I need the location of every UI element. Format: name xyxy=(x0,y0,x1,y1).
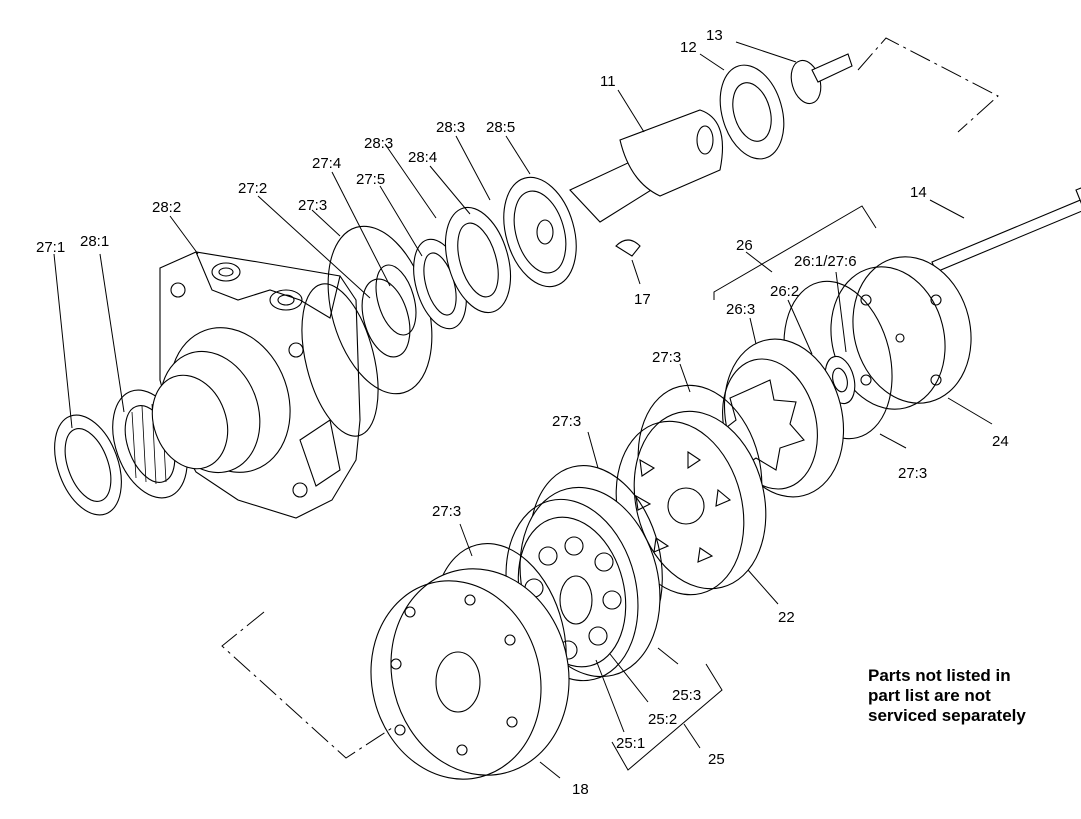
label-27-3-d: 27:3 xyxy=(552,413,581,430)
part-24-end-cover xyxy=(830,256,972,410)
label-25-3: 25:3 xyxy=(672,687,701,704)
label-26: 26 xyxy=(736,237,753,254)
part-26-3-manifold xyxy=(717,338,845,498)
axis-line-right xyxy=(857,37,999,133)
label-27-1: 27:1 xyxy=(36,239,65,256)
service-note-line-1: Parts not listed in xyxy=(868,666,1011,685)
part-27-2-ring xyxy=(361,278,411,358)
label-12: 12 xyxy=(680,39,697,56)
service-note-line-2: part list are not xyxy=(868,686,991,705)
label-17: 17 xyxy=(634,291,651,308)
part-28-2-housing xyxy=(151,251,379,519)
label-28-1: 28:1 xyxy=(80,233,109,250)
part-28-4-washer xyxy=(444,206,512,314)
service-note: Parts not listed in part list are not se… xyxy=(868,666,1078,726)
label-26-3: 26:3 xyxy=(726,301,755,318)
label-25-1: 25:1 xyxy=(616,735,645,752)
label-27-5: 27:5 xyxy=(356,171,385,188)
label-28-4: 28:4 xyxy=(408,149,437,166)
label-24: 24 xyxy=(992,433,1009,450)
part-18-end-plate xyxy=(370,568,570,780)
label-18: 18 xyxy=(572,781,589,798)
label-27-3-e: 27:3 xyxy=(432,503,461,520)
label-28-5: 28:5 xyxy=(486,119,515,136)
label-14: 14 xyxy=(910,184,927,201)
label-27-3-a: 27:3 xyxy=(298,197,327,214)
label-28-2: 28:2 xyxy=(152,199,181,216)
part-27-4-ring xyxy=(375,264,417,336)
part-11-shaft xyxy=(569,109,724,223)
label-26-1: 26:1/27:6 xyxy=(794,253,857,270)
label-28-3-b: 28:3 xyxy=(436,119,465,136)
label-27-2: 27:2 xyxy=(238,180,267,197)
label-27-3-b: 27:3 xyxy=(652,349,681,366)
label-25-2: 25:2 xyxy=(648,711,677,728)
axis-line-left xyxy=(221,611,393,759)
service-note-line-3: serviced separately xyxy=(868,706,1026,725)
label-27-4: 27:4 xyxy=(312,155,341,172)
label-13: 13 xyxy=(706,27,723,44)
part-12-drive xyxy=(719,64,785,160)
label-26-2: 26:2 xyxy=(770,283,799,300)
part-13-spline-shaft xyxy=(790,53,853,105)
label-11: 11 xyxy=(600,73,616,90)
label-27-3-c: 27:3 xyxy=(898,465,927,482)
label-22: 22 xyxy=(778,609,795,626)
label-28-3-a: 28:3 xyxy=(364,135,393,152)
part-27-1-seal xyxy=(54,414,122,516)
leader-lines xyxy=(53,41,993,779)
part-labels: 27:1 28:1 28:2 27:2 27:3 27:4 27:5 28:3 … xyxy=(36,27,1009,798)
part-17-key xyxy=(615,239,641,257)
part-28-5-bearing xyxy=(503,176,577,288)
part-14-bolt xyxy=(931,182,1081,273)
label-25: 25 xyxy=(708,751,725,768)
